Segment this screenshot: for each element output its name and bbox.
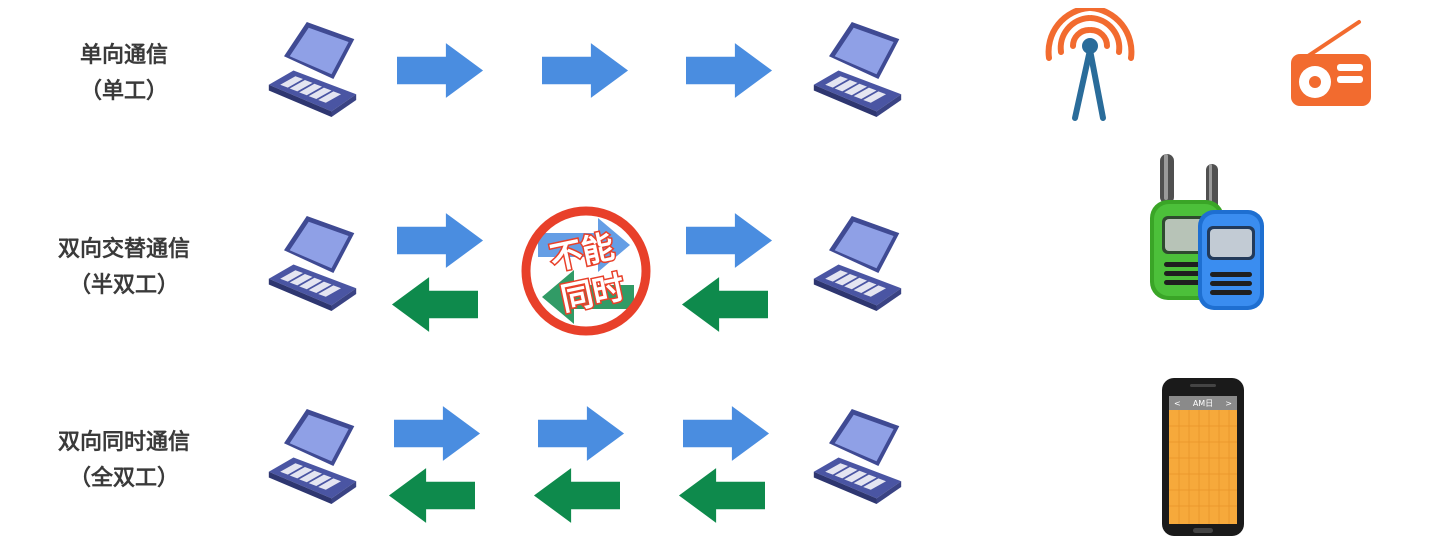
row-title: 单向通信 (79, 43, 168, 68)
row-subtitle: （单工） (79, 79, 168, 104)
no-simultaneous-icon: 不能 同时 (521, 206, 651, 336)
forward-arrow-icon (397, 43, 485, 98)
walkie-talkie-icon (1150, 154, 1264, 310)
row-label-half-duplex: 双向交替通信 （半双工） (24, 232, 224, 304)
row-title: 双向交替通信 (57, 237, 190, 262)
radio-icon (1291, 20, 1371, 106)
forward-arrow-icon (394, 406, 482, 461)
row-subtitle: （半双工） (68, 273, 179, 298)
forward-arrow-icon (686, 43, 774, 98)
phone-nav-right: > (1225, 399, 1232, 408)
forward-arrow-icon (542, 43, 630, 98)
smartphone-icon: < AM日 > (1162, 378, 1244, 536)
row-title: 双向同时通信 (57, 430, 190, 455)
laptop-icon (265, 212, 360, 317)
laptop-icon (810, 18, 905, 123)
forward-arrow-icon (538, 406, 626, 461)
forward-arrow-icon (683, 406, 771, 461)
phone-nav-left: < (1174, 399, 1181, 408)
forward-arrow-icon (397, 213, 485, 268)
backward-arrow-icon (677, 468, 765, 523)
forward-arrow-icon (686, 213, 774, 268)
laptop-icon (265, 405, 360, 510)
laptop-icon (810, 405, 905, 510)
phone-nav-title: AM日 (1193, 399, 1213, 408)
laptop-icon (265, 18, 360, 123)
backward-arrow-icon (532, 468, 620, 523)
radio-tower-icon (1045, 8, 1135, 121)
row-label-full-duplex: 双向同时通信 （全双工） (24, 425, 224, 497)
row-label-simplex: 单向通信 （单工） (24, 38, 224, 110)
row-subtitle: （全双工） (68, 466, 179, 491)
backward-arrow-icon (680, 277, 768, 332)
backward-arrow-icon (390, 277, 478, 332)
laptop-icon (810, 212, 905, 317)
backward-arrow-icon (387, 468, 475, 523)
